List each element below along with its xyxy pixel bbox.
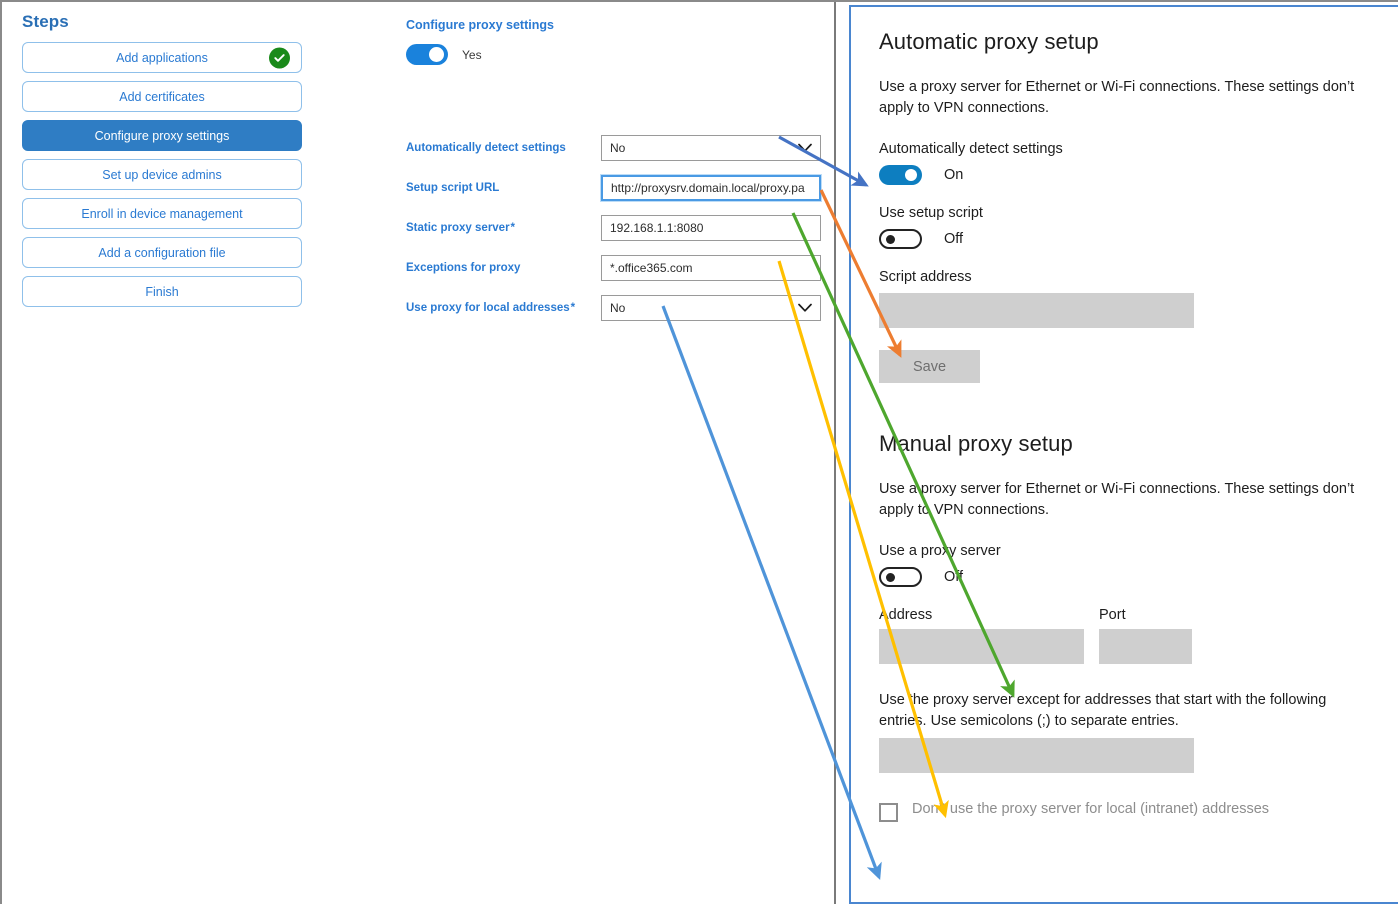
automatic-proxy-setup-heading: Automatic proxy setup (879, 29, 1099, 54)
sidebar-item-add-a-configuration-file[interactable]: Add a configuration file (22, 237, 302, 268)
chevron-down-icon (798, 143, 812, 153)
arrow-local-addresses-mapping (661, 305, 882, 880)
use-setup-script-state: Off (944, 231, 964, 248)
form-heading: Configure proxy settings (406, 18, 554, 32)
automatically-detect-settings-label: Automatically detect settings (879, 141, 1063, 158)
bypass-local-checkbox[interactable] (879, 803, 898, 823)
top-divider (0, 0, 1398, 2)
sidebar-item-enroll-in-device-management[interactable]: Enroll in device management (22, 198, 302, 229)
sidebar-item-label: Add a configuration file (98, 245, 226, 260)
field-row-use-proxy-for-local-addresses: Use proxy for local addresses * No (406, 288, 826, 328)
input-value: *.office365.com (610, 261, 693, 275)
sidebar-item-label: Enroll in device management (81, 206, 243, 221)
toggle-knob (905, 169, 917, 182)
automatic-proxy-setup-description: Use a proxy server for Ethernet or Wi-Fi… (879, 79, 1355, 117)
label-text: Use proxy for local addresses (406, 302, 570, 314)
input-value: 192.168.1.1:8080 (610, 221, 704, 235)
field-label-exceptions-for-proxy: Exceptions for proxy (406, 262, 601, 274)
use-setup-script-toggle[interactable] (879, 229, 922, 250)
static-proxy-server-input[interactable]: 192.168.1.1:8080 (601, 215, 821, 241)
port-label: Port (1099, 607, 1126, 624)
sidebar-item-configure-proxy-settings[interactable]: Configure proxy settings (22, 120, 302, 151)
select-value: No (610, 301, 626, 315)
label-text: Setup script URL (406, 182, 500, 194)
manual-proxy-setup-heading: Manual proxy setup (879, 431, 1073, 457)
save-button[interactable]: Save (879, 350, 980, 384)
automatically-detect-settings-state: On (944, 167, 964, 184)
sidebar-item-label: Finish (145, 284, 179, 299)
address-input[interactable] (879, 629, 1084, 665)
input-value: http://proxysrv.domain.local/proxy.pa (611, 181, 805, 195)
field-label-setup-script-url: Setup script URL (406, 182, 601, 194)
use-setup-script-toggle-row: Off (879, 229, 1368, 250)
setup-script-url-input[interactable]: http://proxysrv.domain.local/proxy.pa (600, 174, 822, 202)
sidebar-item-set-up-device-admins[interactable]: Set up device admins (22, 159, 302, 190)
steps-title: Steps (22, 12, 69, 31)
required-asterisk: * (569, 302, 576, 314)
sidebar-item-finish[interactable]: Finish (22, 276, 302, 307)
address-port-row: Address Port (879, 607, 1368, 665)
field-row-exceptions-for-proxy: Exceptions for proxy *.office365.com (406, 248, 826, 288)
sidebar-item-add-certificates[interactable]: Add certificates (22, 81, 302, 112)
field-label-use-proxy-for-local-addresses: Use proxy for local addresses * (406, 302, 601, 314)
automatically-detect-settings-toggle-row: On (879, 165, 1368, 186)
label-text: Exceptions for proxy (406, 262, 521, 274)
center-divider (834, 2, 836, 904)
proxy-field-grid: Automatically detect settings No Setup s… (406, 128, 826, 328)
label-text: Automatically detect settings (406, 142, 566, 154)
bypass-local-row: Don’t use the proxy server for local (in… (879, 801, 1368, 823)
configure-proxy-toggle-row: Yes (406, 44, 826, 65)
address-group: Address (879, 607, 1084, 665)
script-address-label: Script address (879, 269, 972, 286)
toggle-knob (886, 235, 895, 245)
left-divider (0, 2, 2, 904)
windows-proxy-settings-panel: Automatic proxy setup Use a proxy server… (849, 5, 1398, 904)
field-row-static-proxy-server: Static proxy server * 192.168.1.1:8080 (406, 208, 826, 248)
use-a-proxy-server-state: Off (944, 569, 964, 586)
sidebar-item-label: Add applications (116, 50, 208, 65)
use-setup-script-label: Use setup script (879, 205, 983, 222)
field-row-automatically-detect-settings: Automatically detect settings No (406, 128, 826, 168)
check-circle-icon (269, 47, 290, 68)
use-proxy-for-local-addresses-select[interactable]: No (601, 295, 821, 321)
steps-panel: Steps Add applications Add certificates … (10, 6, 320, 315)
configure-proxy-toggle[interactable] (406, 44, 448, 65)
configure-proxy-form: Configure proxy settings Yes (406, 18, 826, 65)
sidebar-item-label: Set up device admins (102, 167, 222, 182)
exceptions-description: Use the proxy server except for addresse… (879, 692, 1327, 730)
select-value: No (610, 141, 626, 155)
automatically-detect-settings-select[interactable]: No (601, 135, 821, 161)
field-label-automatically-detect-settings: Automatically detect settings (406, 142, 601, 154)
port-group: Port (1099, 607, 1192, 665)
sidebar-item-label: Configure proxy settings (94, 128, 230, 143)
toggle-knob (886, 573, 895, 583)
bypass-local-label: Don’t use the proxy server for local (in… (912, 801, 1270, 818)
port-input[interactable] (1099, 629, 1192, 665)
sidebar-item-label: Add certificates (119, 89, 205, 104)
label-text: Static proxy server (406, 222, 510, 234)
sidebar-item-add-applications[interactable]: Add applications (22, 42, 302, 73)
field-row-setup-script-url: Setup script URL http://proxysrv.domain.… (406, 168, 826, 208)
configure-proxy-toggle-value: Yes (462, 47, 482, 62)
address-label: Address (879, 607, 933, 624)
exceptions-input[interactable] (879, 738, 1194, 774)
required-asterisk: * (509, 222, 515, 234)
manual-proxy-setup-description: Use a proxy server for Ethernet or Wi-Fi… (879, 481, 1355, 519)
toggle-knob (429, 47, 444, 62)
chevron-down-icon (798, 303, 812, 313)
script-address-input[interactable] (879, 293, 1194, 329)
use-a-proxy-server-label: Use a proxy server (879, 543, 1001, 560)
use-a-proxy-server-toggle-row: Off (879, 567, 1368, 588)
use-a-proxy-server-toggle[interactable] (879, 567, 922, 588)
exceptions-for-proxy-input[interactable]: *.office365.com (601, 255, 821, 281)
automatically-detect-settings-toggle[interactable] (879, 165, 922, 186)
field-label-static-proxy-server: Static proxy server * (406, 222, 601, 234)
